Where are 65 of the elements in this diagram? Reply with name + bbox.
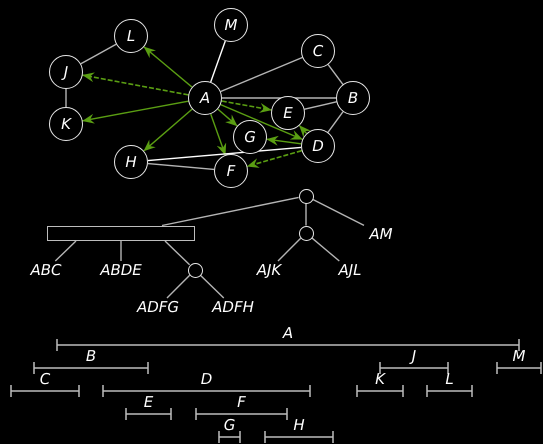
connector-line [305, 204, 307, 226]
graph-node: F [214, 154, 248, 188]
arrow [144, 46, 192, 88]
interval-label: G [224, 418, 236, 433]
connector-line [164, 240, 190, 266]
connector-line [120, 241, 122, 261]
connector-line [54, 240, 76, 262]
interval-label: D [200, 372, 212, 387]
junction-circle [298, 226, 314, 240]
connector-line [65, 89, 67, 107]
arrow [210, 114, 226, 156]
arrow [266, 136, 302, 146]
interval-label: C [40, 372, 50, 387]
interval-label: F [237, 395, 246, 410]
connector-line [148, 146, 302, 162]
graph-node: G [233, 120, 267, 154]
graph-node: H [114, 145, 148, 179]
leaf-label: ADFH [206, 299, 260, 315]
graph-node: A [188, 81, 222, 115]
arrow [298, 125, 311, 138]
connector-line [327, 111, 344, 133]
connector-line [80, 44, 116, 64]
graph-node: M [214, 8, 248, 42]
connector-line [278, 238, 302, 262]
graph-node: E [271, 96, 305, 130]
interval-label: K [375, 372, 385, 387]
interval-label: L [445, 372, 454, 387]
leaf-label: ADFG [132, 299, 184, 315]
interval-label: E [144, 395, 154, 410]
arrow [82, 72, 188, 96]
interval-label: M [512, 349, 526, 364]
leaf-label: ABC [26, 262, 66, 278]
graph-node: D [301, 129, 335, 163]
graph-node: J [49, 55, 83, 89]
connector-line [148, 162, 214, 170]
arrow [220, 104, 303, 140]
leaf-label: AJL [334, 262, 366, 278]
junction-circle [188, 262, 202, 278]
bar-shape [47, 226, 195, 240]
interval-label: B [86, 349, 96, 364]
connector-line [312, 198, 364, 226]
graph-node: B [336, 81, 370, 115]
connector-line [200, 274, 224, 298]
connector-line [311, 237, 340, 262]
connector-line [328, 64, 344, 85]
arrow [143, 108, 193, 152]
interval-label: H [293, 418, 305, 433]
leaf-label: ABDE [95, 262, 147, 278]
leaf-label: AJK [251, 262, 287, 278]
connector-line [304, 101, 337, 110]
graph-node: C [301, 34, 335, 68]
graph-node: L [114, 19, 148, 53]
arrow [222, 100, 272, 113]
connector-line [162, 196, 299, 226]
arrow [217, 108, 238, 126]
connector-line [210, 40, 226, 82]
graph-node: K [49, 107, 83, 141]
connector-line [166, 274, 190, 298]
arrow [246, 150, 302, 168]
interval-label: A [282, 326, 294, 341]
arrow [82, 100, 188, 124]
connector-line [220, 56, 303, 92]
leaf-label: AM [364, 226, 398, 242]
interval-label: J [412, 349, 416, 364]
junction-circle [298, 188, 314, 204]
